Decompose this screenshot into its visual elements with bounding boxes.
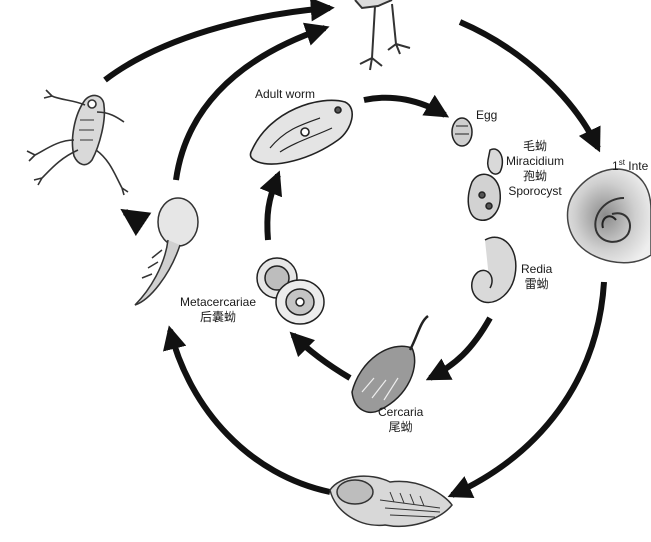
cercaria-illustration xyxy=(351,315,429,413)
outer-arrow-snail-to-tadpole xyxy=(447,281,607,498)
frog-host-illustration xyxy=(26,89,129,196)
label-first-host-rest: Inte xyxy=(624,159,649,173)
miracidium-sporocyst-illustration xyxy=(467,148,504,221)
label-metacercariae-zh: 后囊蚴 xyxy=(200,310,237,324)
inner-arrow-cercaria-to-metacercariae xyxy=(289,331,352,381)
larva-host-illustration xyxy=(134,197,199,306)
label-adult-worm-text: Adult worm xyxy=(255,87,316,101)
label-miracidium-en: Miracidium xyxy=(506,154,565,168)
label-cercaria-zh: 尾蚴 xyxy=(388,420,413,434)
label-redia-en: Redia xyxy=(521,262,553,276)
inner-arrow-redia-to-cercaria xyxy=(425,316,493,381)
label-redia: Redia 雷蚴 xyxy=(521,262,552,292)
egg-illustration xyxy=(451,117,473,147)
inner-arrow-metacercariae-to-adult xyxy=(259,170,283,241)
fish-host-illustration xyxy=(329,475,453,527)
outer-arrow-bird-to-snail xyxy=(458,19,601,153)
inner-arrow-adult-to-egg xyxy=(363,94,450,118)
label-cercaria: Cercaria 尾蚴 xyxy=(378,405,423,435)
metacercariae-illustration xyxy=(256,257,325,325)
label-egg-text: Egg xyxy=(476,108,498,122)
label-first-intermediate-host: 1st Inte xyxy=(612,155,648,174)
label-first-host-prefix: 1 xyxy=(612,159,619,173)
outer-arrow-larva-up xyxy=(173,22,330,181)
outer-arrow-to-frog xyxy=(120,208,152,237)
label-adult-worm: Adult worm xyxy=(255,87,315,102)
label-miracidium-sporocyst: 毛蚴 Miracidium 孢蚴 Sporocyst xyxy=(506,139,564,199)
label-first-host-sup: st xyxy=(618,158,625,167)
redia-illustration xyxy=(471,236,517,304)
label-egg: Egg xyxy=(476,108,497,123)
label-miracidium-zh: 毛蚴 xyxy=(523,139,548,153)
label-cercaria-en: Cercaria xyxy=(378,405,424,419)
outer-arrow-frog-to-bird xyxy=(103,0,335,83)
label-sporocyst-zh: 孢蚴 xyxy=(523,169,548,183)
label-metacercariae: Metacercariae 后囊蚴 xyxy=(180,295,256,325)
outer-arrow-tadpole-to-metacercaria-host xyxy=(163,325,331,495)
bird-host-illustration xyxy=(354,0,411,71)
adult-worm-illustration xyxy=(249,99,353,165)
label-redia-zh: 雷蚴 xyxy=(524,277,549,291)
label-sporocyst-en: Sporocyst xyxy=(508,184,562,198)
label-metacercariae-en: Metacercariae xyxy=(180,295,257,309)
snail-host-illustration xyxy=(566,168,651,264)
